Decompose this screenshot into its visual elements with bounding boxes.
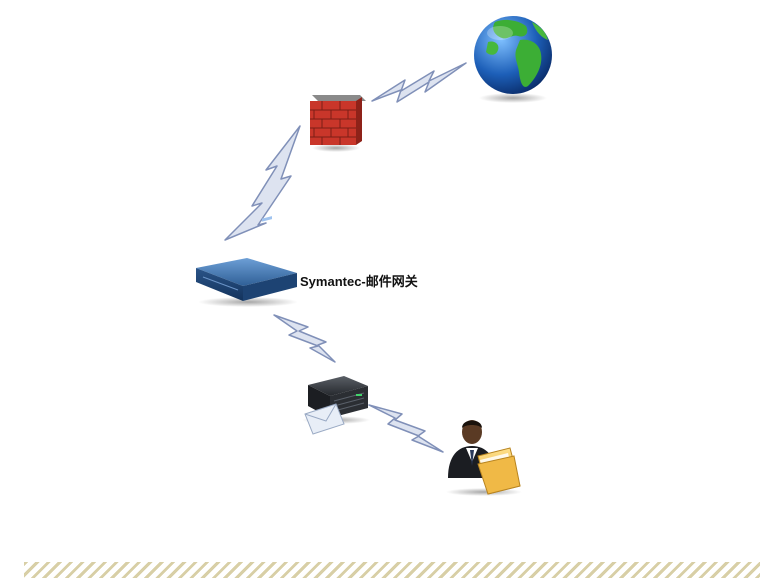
globe-icon xyxy=(474,16,552,103)
lightning-link-icon xyxy=(224,125,301,241)
lightning-link-icon xyxy=(273,314,336,363)
server-icon xyxy=(196,216,298,307)
firewall-icon xyxy=(310,95,366,152)
lightning-link-icon xyxy=(368,404,444,453)
decorative-stripe-divider xyxy=(24,562,760,578)
mail-server-icon xyxy=(302,376,370,435)
user-with-folder-icon xyxy=(446,420,522,496)
lightning-link-icon xyxy=(371,62,467,103)
gateway-label: Symantec-邮件网关 xyxy=(300,274,418,289)
